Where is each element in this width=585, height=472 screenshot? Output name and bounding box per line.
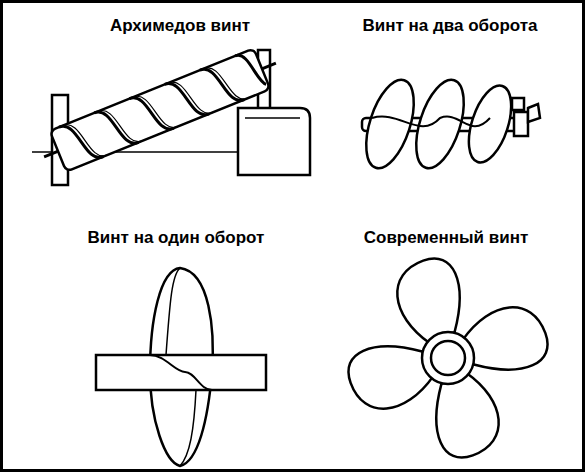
one-turn-screw	[96, 268, 266, 466]
caption-label: Винт на два оборота	[362, 16, 537, 36]
caption-label: Современный винт	[364, 228, 528, 248]
two-turn-screw	[357, 74, 540, 174]
caption-label: Архимедов винт	[110, 16, 250, 36]
modern-propeller	[342, 252, 554, 464]
archimedes-screw	[32, 43, 310, 185]
caption-label: Винт на один оборот	[88, 228, 265, 248]
